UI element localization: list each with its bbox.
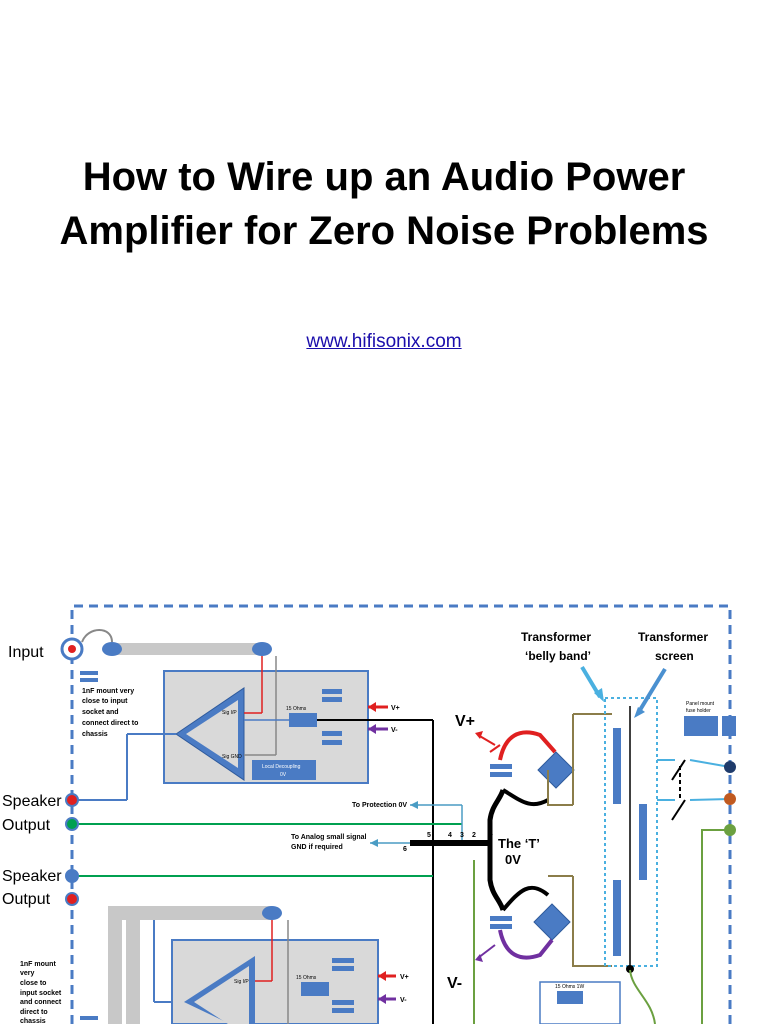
label-big-v-plus: V+ (455, 713, 475, 730)
label-the-t: The ‘T’ (498, 836, 540, 851)
title-line-2: Amplifier for Zero Noise Problems (59, 209, 709, 253)
label-v-plus-bottom: V+ (400, 974, 409, 981)
star-num-1: 1 (489, 830, 493, 837)
shielded-cable-bottom (108, 906, 272, 920)
bleed-resistor (557, 991, 583, 1004)
label-transformer-screen-a: Transformer (638, 630, 708, 644)
label-v-minus-top: V- (391, 727, 398, 734)
cap-note-bottom-6: direct to (20, 1009, 48, 1016)
label-input: Input (8, 644, 44, 661)
transformer-belly-band (604, 697, 658, 967)
label-local-decoupling-2: 0V (280, 772, 287, 778)
label-sig-ip-bottom: Sig I/P (234, 979, 249, 985)
star-num-3: 3 (460, 832, 464, 839)
label-15-ohms-top: 15 Ohms (286, 706, 307, 712)
bridge-rectifier-top (537, 751, 575, 789)
label-sig-gnd-top: Sig GND (222, 754, 242, 760)
website-link[interactable]: www.hifisonix.com (306, 331, 462, 352)
fuse-holder (684, 716, 718, 736)
label-to-protection: To Protection 0V (352, 802, 407, 809)
bridge-rectifier-bottom (533, 903, 571, 941)
cap-note-top-1: 1nF mount very (82, 688, 134, 695)
label-transformer-belly-b: ‘belly band’ (525, 649, 591, 663)
label-sig-ip-top: Sig I/P (222, 710, 237, 716)
label-transformer-belly-a: Transformer (521, 630, 591, 644)
star-num-6: 6 (403, 846, 407, 853)
speaker-output-1-neg (65, 817, 79, 831)
cap-note-bottom-7: chassis (20, 1018, 46, 1024)
cap-note-top-3: socket and (82, 709, 119, 716)
cap-note-bottom-5: and connect (20, 999, 62, 1006)
label-speaker-2a: Speaker (2, 868, 62, 885)
label-transformer-screen-b: screen (655, 649, 694, 663)
cap-note-bottom-1: 1nF mount (20, 961, 56, 968)
shielded-cable-top (112, 643, 262, 655)
label-panel-fuse-1: Panel mount (686, 701, 715, 707)
mains-connector-1 (724, 761, 736, 773)
title-line-1: How to Wire up an Audio Power (82, 155, 686, 199)
cap-note-top-4: connect direct to (82, 720, 138, 727)
cap-note-top-5: chassis (82, 731, 108, 738)
cap-note-bottom-2: very (20, 970, 35, 977)
star-num-5: 5 (427, 832, 431, 839)
label-15-ohms-1w: 15 Ohms 1W (555, 984, 584, 990)
label-local-decoupling-1: Local Decoupling (262, 764, 301, 770)
label-v-plus-top: V+ (391, 705, 400, 712)
label-v-minus-bottom: V- (400, 997, 407, 1004)
label-panel-fuse-2: fuse holder (686, 708, 711, 714)
speaker-output-2-pos (65, 892, 79, 906)
label-0v: 0V (505, 852, 521, 867)
resistor-15-ohm-bottom (301, 982, 329, 996)
cap-note-bottom-4: input socket (20, 990, 62, 997)
star-num-2: 2 (472, 832, 476, 839)
label-speaker-1a: Speaker (2, 793, 62, 810)
page-title: How to Wire up an Audio Power Amplifier … (0, 150, 768, 258)
resistor-15-ohm-top (289, 713, 317, 727)
label-to-analog-1: To Analog small signal (291, 834, 367, 841)
speaker-output-1-pos (65, 793, 79, 807)
cap-note-bottom-3: close to (20, 980, 46, 987)
label-speaker-2b: Output (2, 891, 51, 908)
label-15-ohms-bottom: 15 Ohms (296, 975, 317, 981)
speaker-output-2-neg (65, 869, 79, 883)
chassis-boundary (70, 604, 732, 1024)
star-num-4: 4 (448, 832, 452, 839)
mains-connector-2 (724, 793, 736, 805)
label-big-v-minus: V- (447, 975, 462, 992)
label-speaker-1b: Output (2, 817, 51, 834)
local-decoupling-box (252, 760, 316, 780)
label-to-analog-2: GND if required (291, 844, 343, 851)
cap-note-top-2: close to input (82, 698, 128, 705)
